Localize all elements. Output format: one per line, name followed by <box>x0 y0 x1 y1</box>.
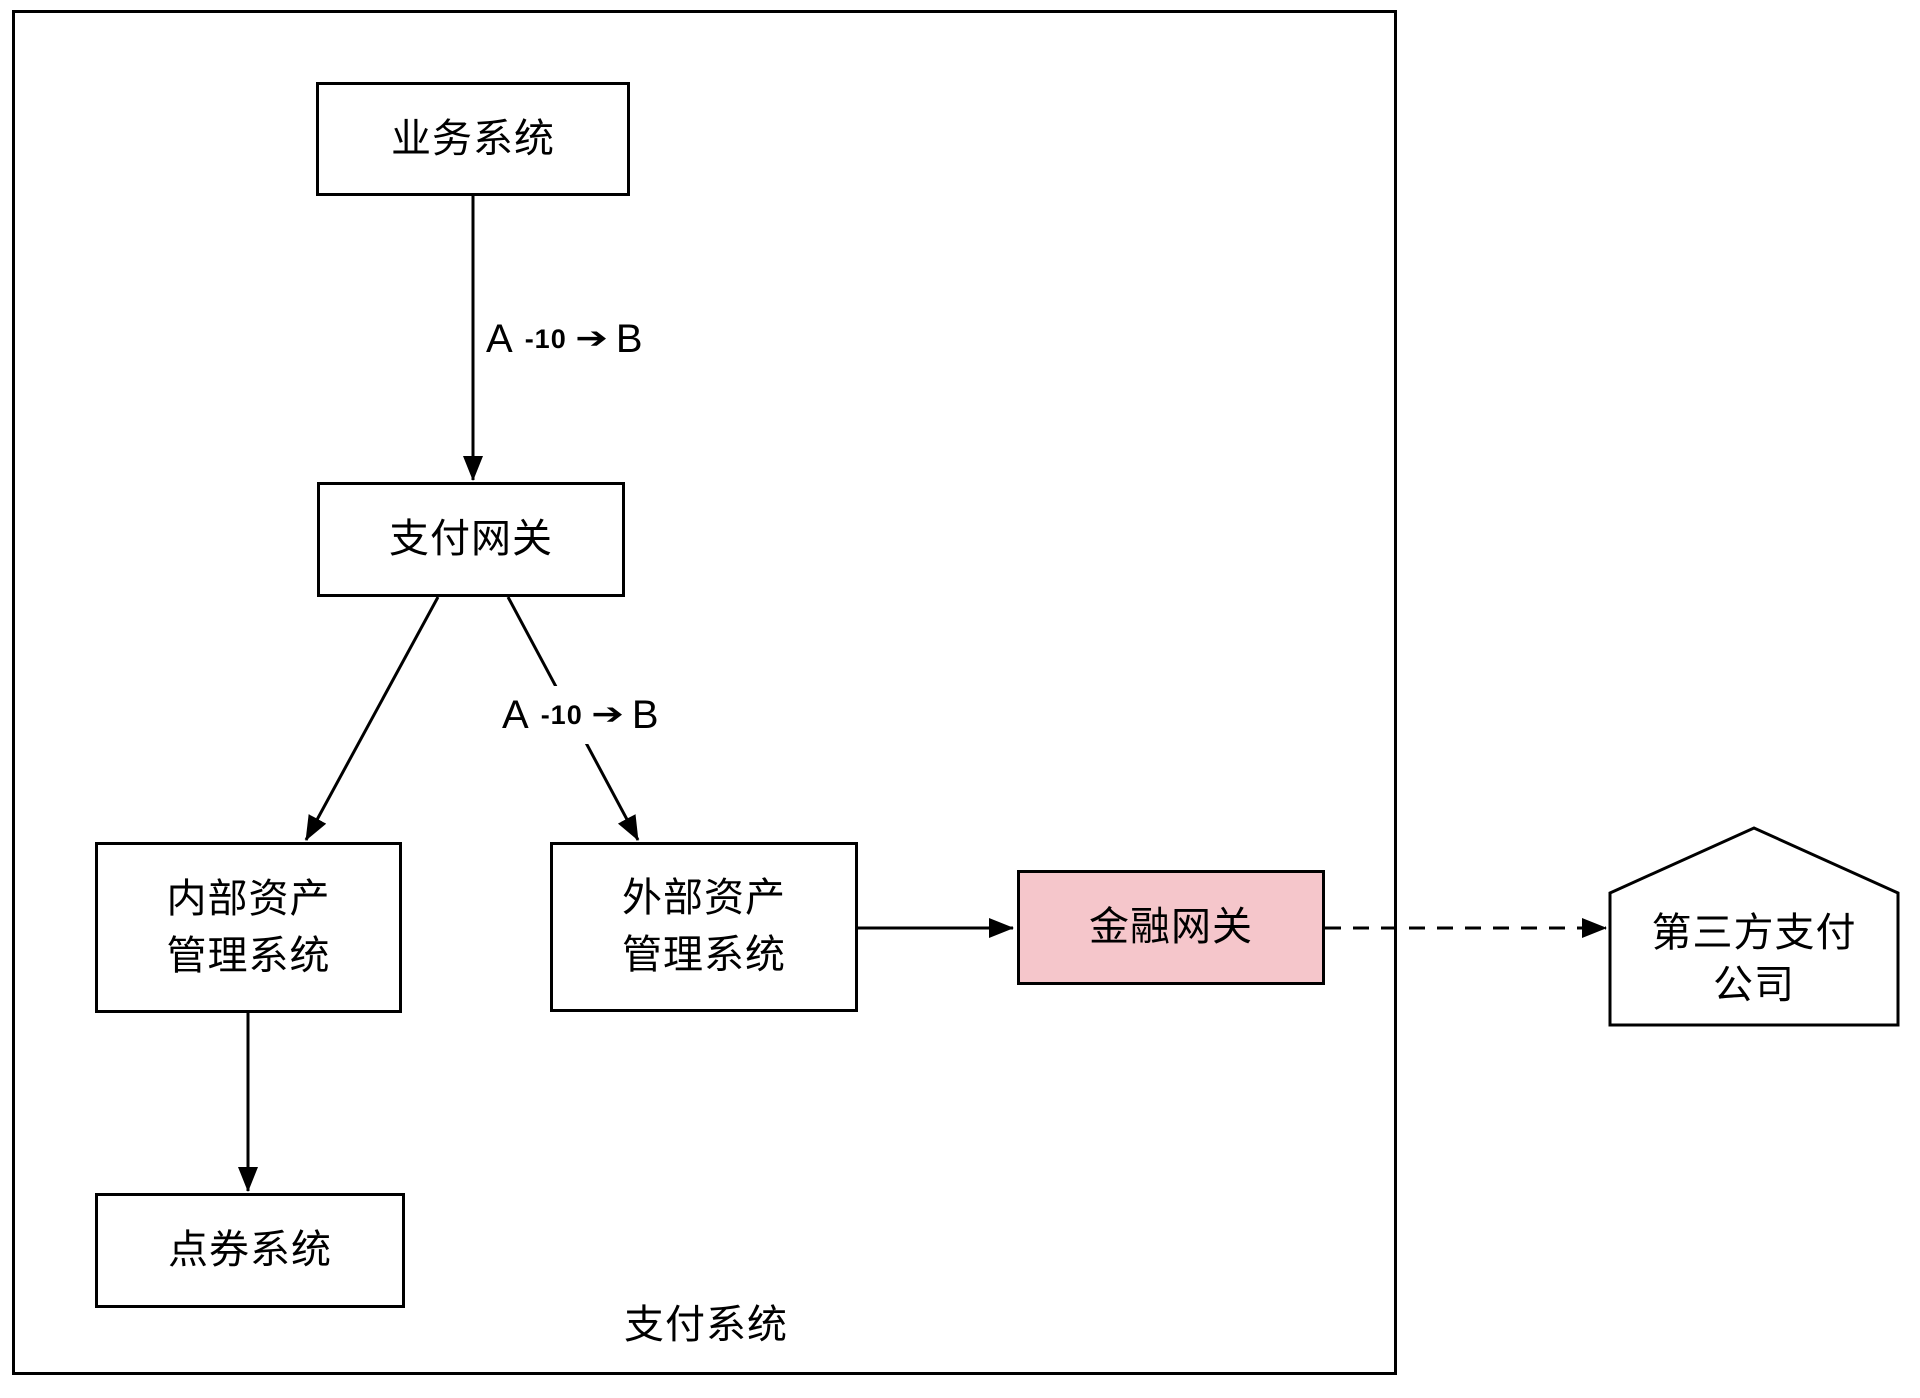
edge-label-amount: -10 <box>524 323 567 354</box>
node-payment-gateway-label: 支付网关 <box>389 517 553 562</box>
third-party-house-shape <box>1608 826 1900 1027</box>
node-internal-asset-line2: 管理系统 <box>166 933 331 978</box>
edge-label-business-to-gateway: A -10 ➔ B <box>486 310 643 368</box>
edge-label-from: A <box>502 692 529 737</box>
node-financial-gateway-label: 金融网关 <box>1089 905 1253 950</box>
edge-label-to: B <box>615 316 643 361</box>
edge-label-gateway-to-external: A -10 ➔ B <box>498 686 663 744</box>
edge-label-from: A <box>486 316 513 361</box>
node-external-asset-line2: 管理系统 <box>622 933 786 977</box>
edge-label-to: B <box>631 692 659 737</box>
node-third-party-payment-company: 第三方支付 公司 <box>1610 893 1898 1025</box>
node-voucher-system-label: 点券系统 <box>168 1228 332 1273</box>
edge-gateway-to-internal <box>304 596 440 841</box>
node-internal-asset-system: 内部资产 管理系统 <box>95 842 402 1013</box>
node-financial-gateway: 金融网关 <box>1017 870 1325 985</box>
node-business-system: 业务系统 <box>316 82 630 196</box>
node-external-asset-line1: 外部资产 <box>622 876 786 921</box>
node-voucher-system: 点券系统 <box>95 1193 405 1308</box>
payment-system-container-box <box>12 10 1397 1375</box>
node-external-asset-system: 外部资产 管理系统 <box>550 842 858 1012</box>
node-internal-asset-line1: 内部资产 <box>166 876 331 921</box>
edge-label-amount: -10 <box>540 699 583 730</box>
mini-arrow-icon: ➔ <box>590 698 624 731</box>
node-business-system-label: 业务系统 <box>391 116 555 161</box>
node-payment-gateway: 支付网关 <box>317 482 625 597</box>
mini-arrow-icon: ➔ <box>574 322 608 355</box>
payment-system-label: 支付系统 <box>624 1303 788 1347</box>
node-third-party-line1: 第三方支付 <box>1651 911 1857 955</box>
node-third-party-line2: 公司 <box>1713 963 1795 1007</box>
